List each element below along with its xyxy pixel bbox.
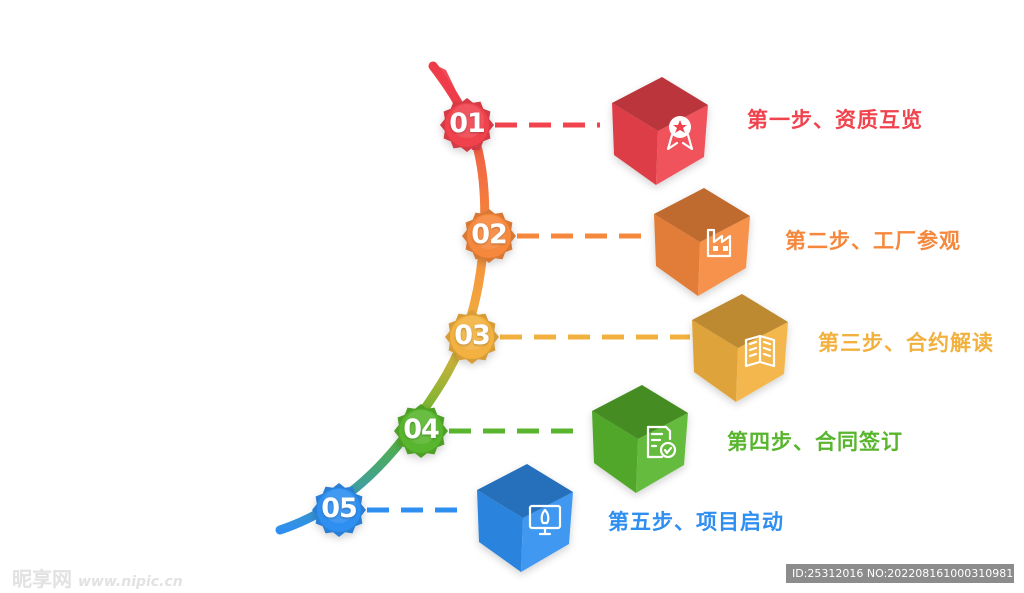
step-badge-2 <box>462 209 516 263</box>
step-number-5: 05 <box>321 493 358 524</box>
step-badge-4 <box>394 404 448 458</box>
step-label-5: 第五步、项目启动 <box>608 510 784 534</box>
step-number-2: 02 <box>471 219 508 250</box>
factory-icon <box>706 228 732 258</box>
step-cube-3 <box>692 294 788 402</box>
step-cube-5 <box>477 464 573 572</box>
step-number-1: 01 <box>449 108 486 139</box>
watermark-id: ID:25312016 NO:20220816100031098102 <box>786 564 1024 583</box>
contract-check-icon <box>646 425 677 459</box>
step-badge-1 <box>440 98 494 152</box>
award-ribbon-icon <box>666 116 694 151</box>
step-number-3: 03 <box>454 320 491 351</box>
step-label-1: 第一步、资质互览 <box>747 108 923 132</box>
step-cube-1 <box>612 77 708 185</box>
step-number-4: 04 <box>403 414 440 445</box>
rocket-monitor-icon <box>528 504 562 536</box>
step-label-4: 第四步、合同签订 <box>727 430 903 454</box>
step-label-2: 第二步、工厂参观 <box>785 229 961 253</box>
open-book-icon <box>744 334 776 368</box>
step-badge-5 <box>312 483 366 537</box>
step-cube-2 <box>654 188 750 296</box>
step-badge-3 <box>445 310 499 364</box>
step-cube-4 <box>592 385 688 493</box>
step-label-3: 第三步、合约解读 <box>818 331 994 355</box>
